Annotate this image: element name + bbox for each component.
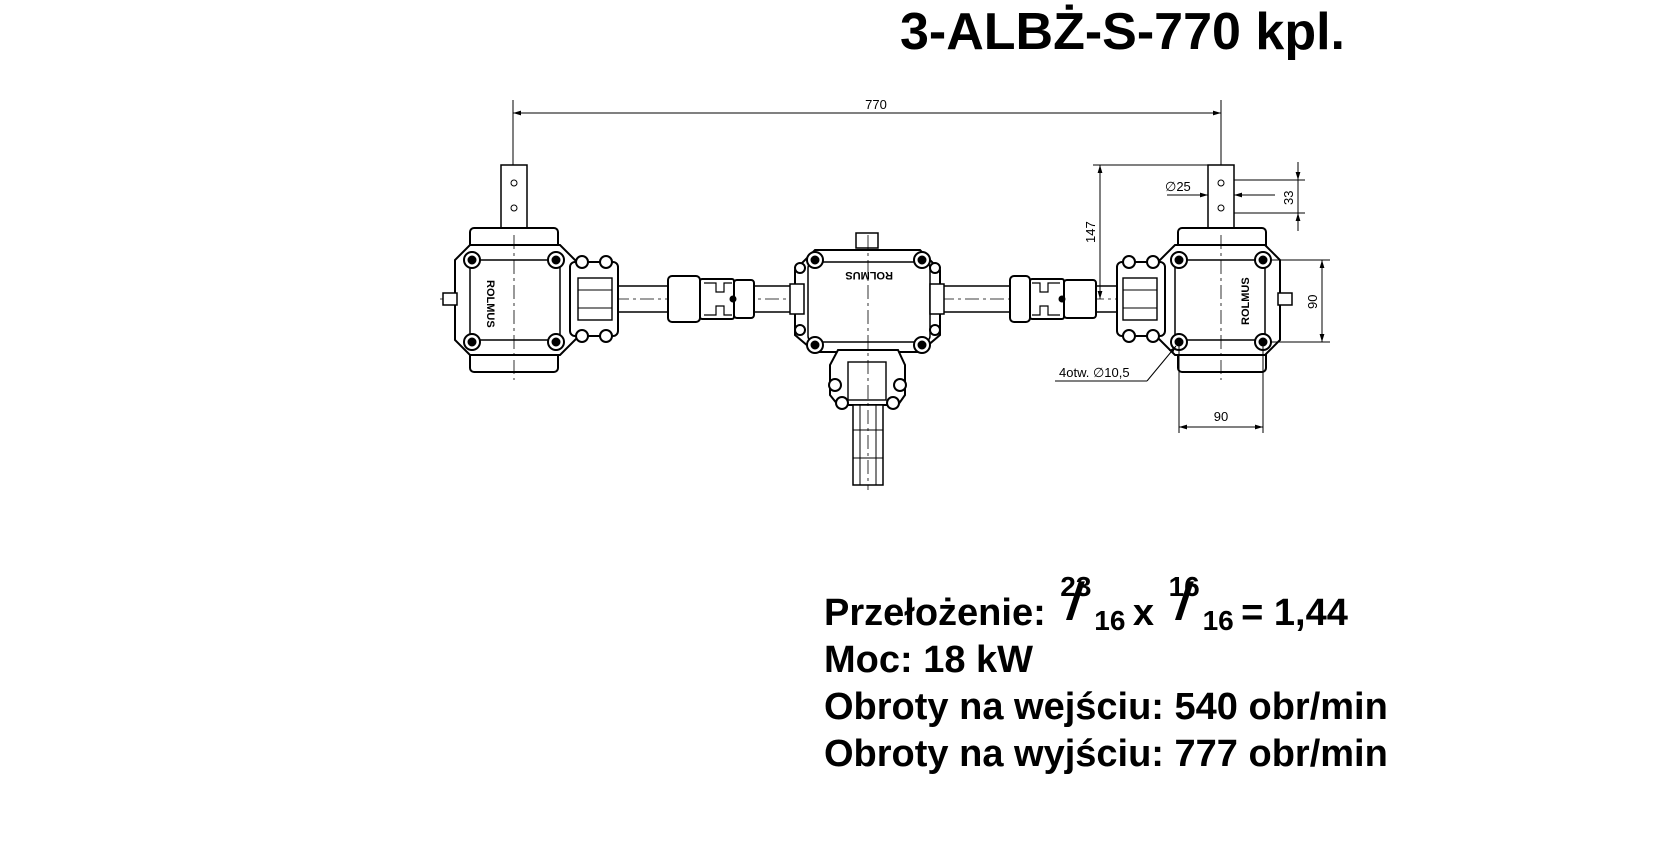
right-brand-label: ROLMUS (1240, 277, 1252, 325)
ratio1-denominator: 16 (1094, 605, 1126, 636)
ratio-line: Przełożenie: 23/16 x 16/16 = 1,44 (824, 571, 1388, 637)
dim-diameter-25-label: ∅25 (1165, 179, 1191, 194)
dimension-housing-width-90 (1178, 342, 1264, 433)
specifications: Przełożenie: 23/16 x 16/16 = 1,44 Moc: 1… (824, 571, 1388, 778)
input-speed-line: Obroty na wejściu: 540 obr/min (824, 686, 1388, 728)
ratio-label: Przełożenie: (824, 592, 1046, 634)
left-brand-label: ROLMUS (484, 280, 496, 328)
ratio-result: = 1,44 (1241, 592, 1348, 634)
dimension-shaft-length-33 (1234, 162, 1305, 231)
holes-label: 4otw. ∅10,5 (1059, 365, 1130, 380)
ratio1-numerator: 23 (1060, 571, 1092, 602)
right-gearbox (1116, 164, 1293, 380)
center-brand-label: ROLMUS (845, 269, 893, 281)
dim-90-vertical-label: 90 (1305, 295, 1320, 309)
drawing-title: 3-ALBŻ-S-770 kpl. (900, 3, 1345, 61)
dim-770-label: 770 (865, 97, 887, 112)
dim-33-label: 33 (1281, 191, 1296, 205)
dim-147-label: 147 (1083, 221, 1098, 243)
left-gearbox (442, 164, 619, 380)
power-line: Moc: 18 kW (824, 639, 1034, 681)
dimension-housing-height-90 (1270, 259, 1330, 343)
ratio2-numerator: 16 (1168, 571, 1200, 602)
output-speed-line: Obroty na wyjściu: 777 obr/min (824, 733, 1388, 775)
dim-90-horizontal-label: 90 (1214, 409, 1228, 424)
holes-leader (1055, 345, 1177, 382)
ratio-fraction-2: 16/16 (1165, 571, 1234, 636)
ratio2-denominator: 16 (1202, 605, 1234, 636)
right-coupling (1009, 275, 1097, 323)
left-coupling (667, 275, 755, 323)
dimension-height-147 (1093, 164, 1225, 299)
ratio-times: x (1132, 592, 1154, 634)
center-gearbox (789, 232, 945, 490)
dimension-overall-length (512, 100, 1222, 170)
ratio-fraction-1: 23/16 (1056, 571, 1125, 636)
